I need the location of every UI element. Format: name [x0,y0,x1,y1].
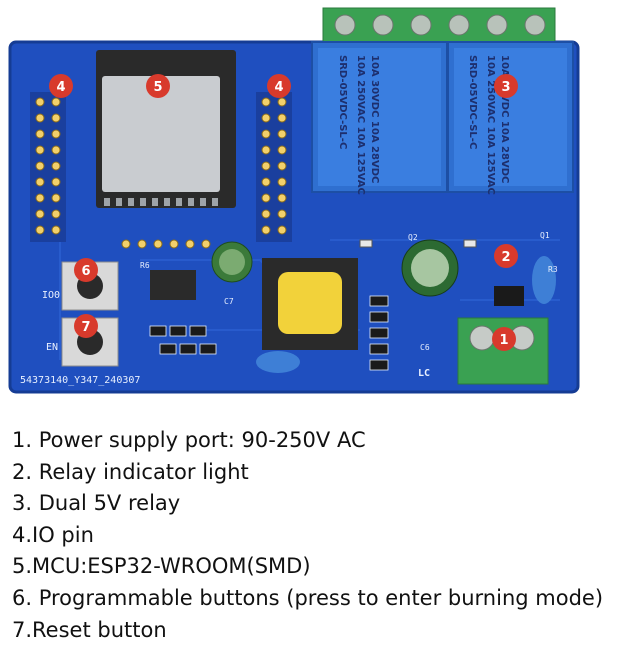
power-input-terminal [457,317,549,385]
svg-text:7: 7 [81,320,90,335]
relay-indicator-led-1 [359,239,373,248]
safety-capacitor-1 [256,351,300,373]
pcb-board-photo: SRD-05VDC-SL-C 10A 250VAC 10A 125VAC 10A… [8,7,580,394]
legend-item-3: 3. Dual 5V relay [12,491,181,516]
svg-text:6: 6 [81,264,90,279]
svg-text:10A 250VAC 10A 125VAC: 10A 250VAC 10A 125VAC [485,55,496,195]
svg-text:2: 2 [501,250,510,265]
board-serial-text: 54373140_Y347_240307 [20,375,140,386]
svg-text:C6: C6 [420,343,430,352]
electrolytic-capacitor-large [401,239,459,297]
svg-text:10A 30VDC 10A 28VDC: 10A 30VDC 10A 28VDC [499,55,510,183]
badge-1: 1 [492,327,516,351]
legend-item-6: 6. Programmable buttons (press to enter … [12,585,604,610]
svg-text:4: 4 [56,80,65,95]
svg-text:Q1: Q1 [540,231,550,240]
relay-2: SRD-05VDC-SL-C 10A 250VAC 10A 125VAC 10A… [447,41,574,195]
svg-text:SRD-05VDC-SL-C: SRD-05VDC-SL-C [337,55,348,149]
svg-text:Q2: Q2 [408,233,418,242]
bottom-pin-row [121,239,211,249]
voltage-regulator [150,270,196,300]
relay-indicator-led-2 [463,239,477,248]
relay-output-terminal [322,7,556,43]
svg-text:3: 3 [501,80,510,95]
badge-2: 2 [494,244,518,268]
power-transformer [262,258,358,350]
svg-text:R6: R6 [140,261,150,270]
svg-text:LC: LC [418,368,430,379]
svg-text:4: 4 [274,80,283,95]
svg-text:10A 30VDC 10A 28VDC: 10A 30VDC 10A 28VDC [369,55,380,183]
left-io-header [30,92,66,242]
relay-1: SRD-05VDC-SL-C 10A 250VAC 10A 125VAC 10A… [311,41,448,195]
svg-text:10A 250VAC 10A 125VAC: 10A 250VAC 10A 125VAC [355,55,366,195]
electrolytic-capacitor-small [211,241,253,283]
svg-text:EN: EN [46,342,58,353]
badge-4-left: 4 [49,74,73,98]
svg-text:5: 5 [153,80,162,95]
component-legend: 1. Power supply port: 90-250V AC 2. Rela… [12,425,632,646]
legend-item-7: 7.Reset button [12,617,167,642]
legend-item-2: 2. Relay indicator light [12,459,249,484]
esp32-module [96,50,236,208]
badge-6: 6 [74,258,98,282]
badge-4-right: 4 [267,74,291,98]
badge-7: 7 [74,314,98,338]
svg-text:SRD-05VDC-SL-C: SRD-05VDC-SL-C [467,55,478,149]
legend-item-1: 1. Power supply port: 90-250V AC [12,428,366,452]
legend-item-4: 4.IO pin [12,522,94,547]
svg-text:R3: R3 [548,265,558,274]
relay-driver-ic [494,286,524,306]
legend-item-5: 5.MCU:ESP32-WROOM(SMD) [12,554,311,579]
svg-text:IO0: IO0 [42,290,60,301]
badge-5: 5 [146,74,170,98]
badge-3: 3 [494,74,518,98]
right-io-header [256,92,292,242]
smd-components [149,325,217,355]
svg-text:1: 1 [499,333,508,348]
safety-capacitor-2 [532,256,556,304]
resistor-column [369,295,389,371]
svg-text:C7: C7 [224,297,234,306]
